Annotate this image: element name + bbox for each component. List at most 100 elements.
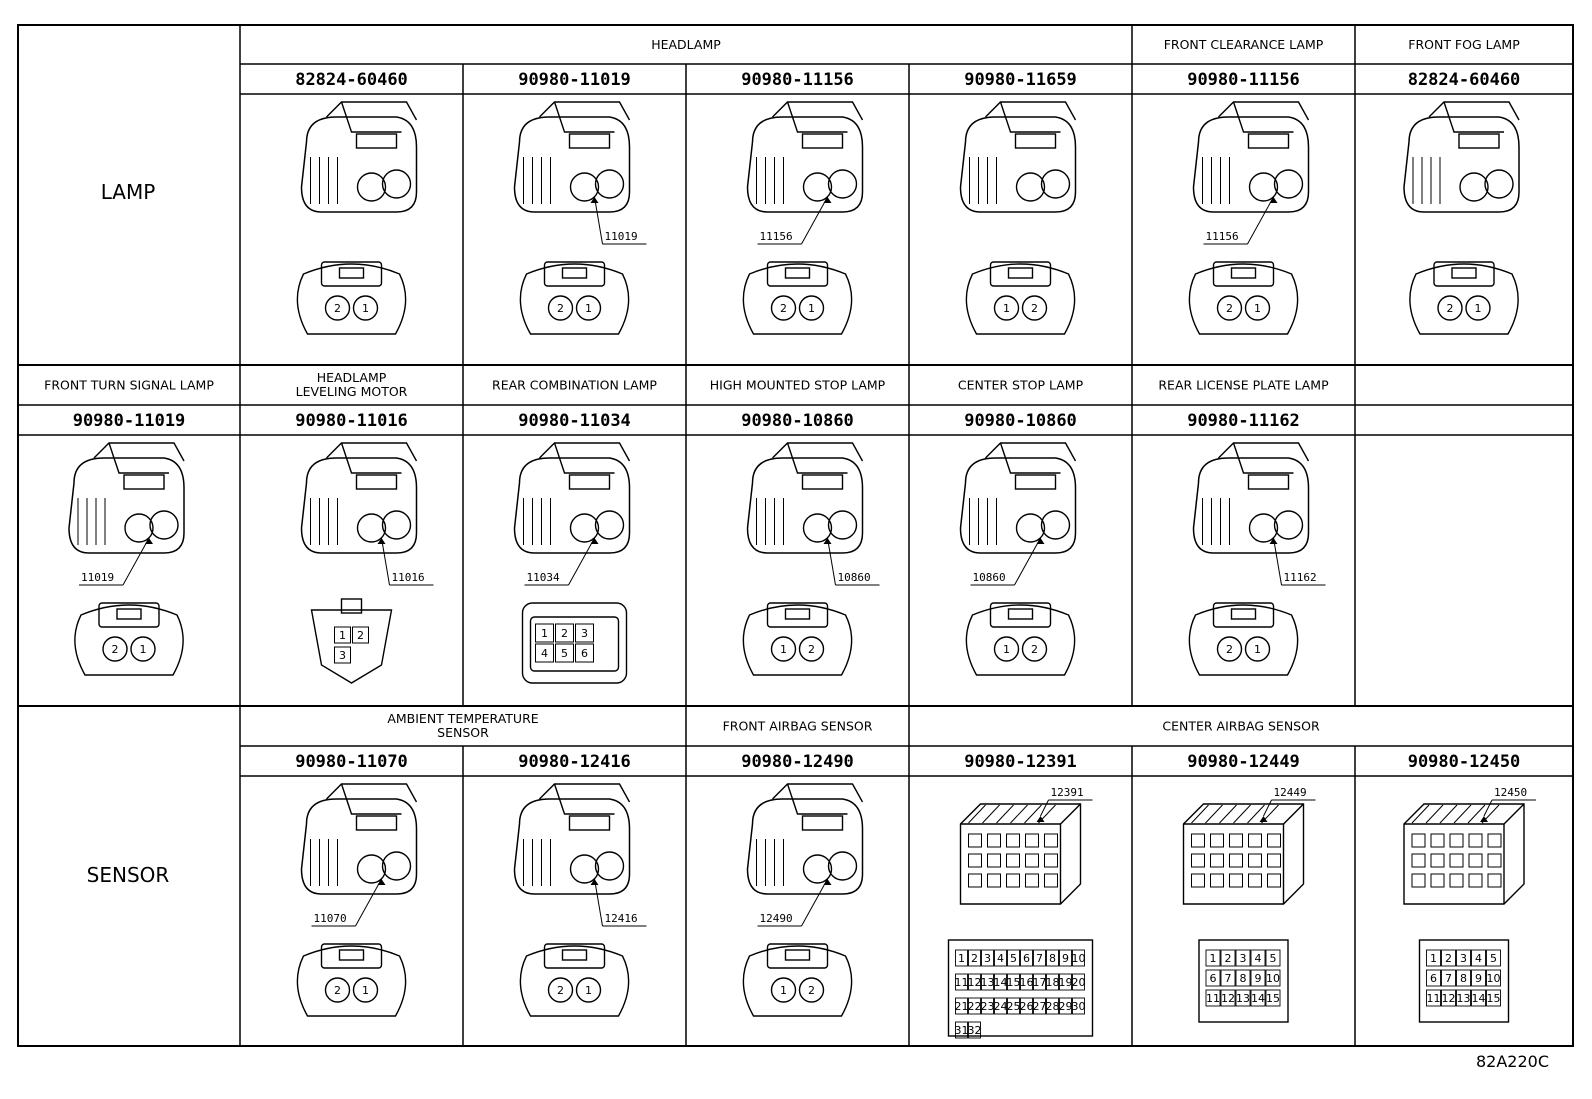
housing-outline bbox=[1192, 457, 1310, 554]
pin-number: 2 bbox=[1445, 952, 1452, 965]
housing-outline bbox=[300, 116, 418, 213]
block-cavity bbox=[968, 873, 982, 888]
face-outline bbox=[519, 263, 630, 335]
pin-cavity bbox=[1471, 989, 1486, 1007]
pin-cavity bbox=[1072, 997, 1085, 1015]
pin-number: 18 bbox=[1046, 976, 1060, 989]
housing-latch bbox=[340, 442, 402, 474]
pin-cavity bbox=[1456, 989, 1471, 1007]
pin-cavity bbox=[575, 623, 594, 643]
pin-cavity bbox=[1021, 636, 1048, 662]
housing-latch bbox=[1443, 101, 1504, 133]
terminal-cavity bbox=[1015, 513, 1046, 543]
face-lock-tab bbox=[1007, 608, 1034, 620]
block-cavity bbox=[1487, 853, 1502, 868]
pin-number: 29 bbox=[1059, 1000, 1073, 1013]
block-outline bbox=[959, 803, 1082, 905]
pin-number: 13 bbox=[1236, 992, 1250, 1005]
face-lock-tab bbox=[784, 608, 811, 620]
block-cavity bbox=[1248, 873, 1262, 888]
terminal-cavity bbox=[356, 172, 387, 202]
pin-cavity bbox=[1235, 969, 1251, 987]
pin-number: 19 bbox=[1059, 976, 1073, 989]
callout-label: 11156 bbox=[760, 230, 793, 243]
latch-window bbox=[1247, 474, 1290, 490]
latch-window bbox=[1247, 133, 1290, 149]
pin-number: 1 bbox=[1254, 643, 1261, 656]
block-cavity bbox=[1430, 853, 1445, 868]
part-number: 82824-60460 bbox=[295, 70, 408, 90]
pin-cavity bbox=[1059, 997, 1072, 1015]
face-lock bbox=[989, 602, 1052, 628]
pin-number: 5 bbox=[561, 647, 568, 660]
callout-arrow bbox=[823, 538, 832, 544]
pin-number: 14 bbox=[1472, 992, 1486, 1005]
callout-arrow bbox=[590, 197, 599, 203]
pin-number: 1 bbox=[1003, 643, 1010, 656]
block-cavity bbox=[1430, 873, 1445, 888]
pin-number: 14 bbox=[1251, 992, 1265, 1005]
pin-number: 13 bbox=[981, 976, 995, 989]
face-outline bbox=[1198, 939, 1289, 1023]
latch-window bbox=[123, 474, 165, 490]
group-header: FRONT FOG LAMP bbox=[1408, 37, 1520, 52]
callout-label: 12490 bbox=[760, 912, 793, 925]
housing-top bbox=[326, 783, 418, 803]
pin-cavity bbox=[1441, 949, 1456, 967]
face-outline bbox=[521, 602, 628, 684]
pin-cavity bbox=[968, 1021, 981, 1039]
pin-cavity bbox=[993, 636, 1020, 662]
pin-number: 3 bbox=[581, 627, 588, 640]
callout-label: 12416 bbox=[605, 912, 638, 925]
pin-cavity bbox=[352, 977, 379, 1003]
callout-arrow bbox=[1036, 538, 1045, 544]
pin-number: 3 bbox=[339, 649, 346, 662]
pin-number: 1 bbox=[585, 302, 592, 315]
block-cavity bbox=[1267, 853, 1281, 868]
pin-cavity bbox=[547, 295, 574, 321]
pin-number: 20 bbox=[1072, 976, 1086, 989]
pin-cavity bbox=[324, 977, 351, 1003]
pin-number: 27 bbox=[1033, 1000, 1047, 1013]
pin-number: 3 bbox=[1240, 952, 1247, 965]
pin-cavity bbox=[1021, 295, 1048, 321]
terminal-cavity bbox=[356, 513, 387, 543]
pin-number: 15 bbox=[1266, 992, 1280, 1005]
callout-leader bbox=[827, 537, 836, 586]
face-outline bbox=[742, 604, 853, 676]
face-lock-tab bbox=[116, 608, 142, 620]
pin-number: 8 bbox=[1240, 972, 1247, 985]
pin-number: 6 bbox=[581, 647, 588, 660]
block-cavity bbox=[1044, 853, 1058, 868]
terminal-cavity bbox=[124, 513, 154, 543]
pin-number: 10 bbox=[1266, 972, 1280, 985]
group-header: HEADLAMP bbox=[317, 370, 387, 385]
face-lock bbox=[1212, 602, 1275, 628]
pin-cavity bbox=[1205, 989, 1221, 1007]
terminal-cavity bbox=[1040, 510, 1071, 540]
pin-cavity bbox=[1033, 949, 1046, 967]
row-label-sensor: SENSOR bbox=[87, 863, 170, 887]
pin-number: 2 bbox=[112, 643, 119, 656]
callout-leader bbox=[568, 537, 595, 586]
face-outline bbox=[74, 604, 184, 676]
block-cavity bbox=[1411, 873, 1426, 888]
housing-latch bbox=[786, 442, 848, 474]
housing-top bbox=[985, 442, 1077, 462]
face-outline bbox=[1188, 263, 1299, 335]
terminal-cavity bbox=[1248, 172, 1279, 202]
block-cavity bbox=[1229, 853, 1243, 868]
pin-number: 9 bbox=[1475, 972, 1482, 985]
pin-cavity bbox=[1033, 997, 1046, 1015]
block-ridge bbox=[1024, 804, 1042, 824]
pin-number: 1 bbox=[808, 302, 815, 315]
callout-leader bbox=[594, 196, 603, 245]
callout-arrow bbox=[823, 197, 832, 203]
pin-cavity bbox=[1471, 949, 1486, 967]
